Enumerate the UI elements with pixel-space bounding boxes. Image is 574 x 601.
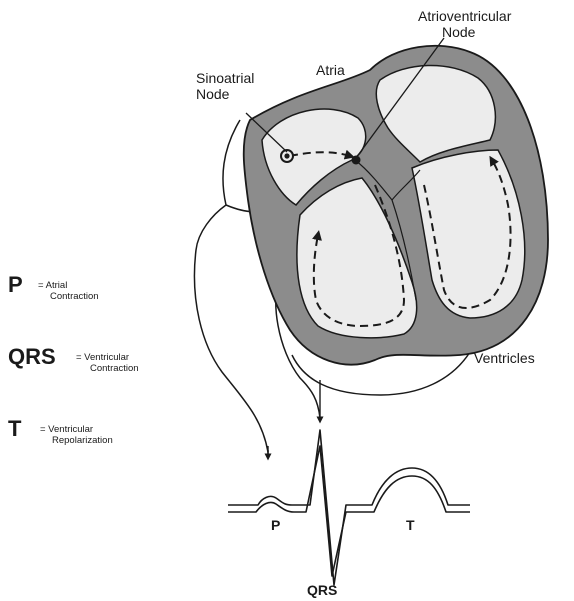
legend-t-symbol: T [8, 416, 21, 441]
sinoatrial-node-label: Sinoatrial Node [196, 70, 254, 102]
legend-p-symbol: P [8, 272, 23, 297]
ecg-p-label: P [271, 517, 280, 533]
ecg-t-label: T [406, 517, 415, 533]
atrioventricular-node-label: Atrioventricular Node [418, 8, 511, 40]
ecg-trace [228, 430, 470, 585]
ecg-qrs-label: QRS [307, 582, 337, 598]
legend-p: P = Atrial Contraction [8, 272, 23, 297]
ecg-arrows [268, 380, 320, 457]
legend-qrs-desc-line2: Contraction [76, 364, 139, 375]
heart [244, 46, 548, 365]
atrioventricular-node [352, 156, 361, 165]
atria-label: Atria [316, 62, 345, 78]
legend-t: T = Ventricular Repolarization [8, 416, 21, 441]
ecg-line-upper [228, 430, 470, 585]
legend-t-desc-line2: Repolarization [40, 436, 113, 447]
ecg-line-lower [228, 446, 470, 576]
legend-qrs: QRS = Ventricular Contraction [8, 344, 56, 369]
ventricles-label: Ventricles [474, 350, 535, 366]
legend-qrs-symbol: QRS [8, 344, 56, 369]
legend-p-desc-line2: Contraction [38, 292, 99, 303]
